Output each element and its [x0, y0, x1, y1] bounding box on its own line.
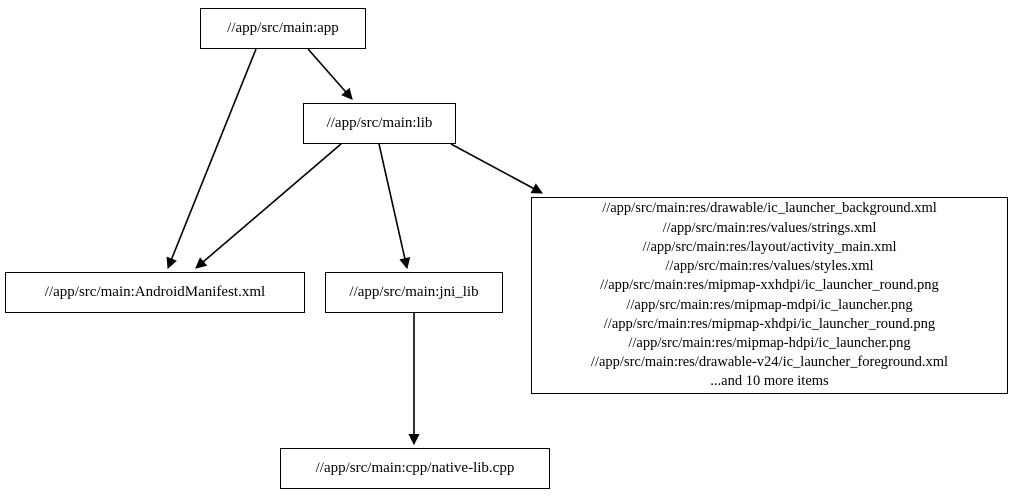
node-res-group[interactable]: //app/src/main:res/drawable/ic_launcher_… — [531, 197, 1008, 394]
node-native-lib-cpp-label: //app/src/main:cpp/native-lib.cpp — [315, 460, 515, 476]
edge-app-to-lib — [307, 48, 353, 100]
node-app-label: //app/src/main:app — [227, 20, 339, 36]
node-app[interactable]: //app/src/main:app — [200, 8, 366, 49]
edge-lib-to-manifest — [195, 143, 342, 269]
node-res-group-label: //app/src/main:res/drawable/ic_launcher_… — [590, 200, 949, 390]
node-jni-lib-label: //app/src/main:jni_lib — [349, 284, 479, 300]
node-lib[interactable]: //app/src/main:lib — [303, 103, 456, 144]
edge-lib-to-res — [450, 143, 543, 194]
node-android-manifest-label: //app/src/main:AndroidManifest.xml — [44, 284, 266, 300]
node-lib-label: //app/src/main:lib — [326, 115, 433, 131]
edge-app-to-manifest — [166, 48, 257, 270]
edge-lib-to-jni-lib — [378, 143, 411, 270]
node-jni-lib[interactable]: //app/src/main:jni_lib — [325, 272, 503, 313]
node-android-manifest[interactable]: //app/src/main:AndroidManifest.xml — [5, 272, 305, 313]
node-native-lib-cpp[interactable]: //app/src/main:cpp/native-lib.cpp — [280, 448, 550, 489]
